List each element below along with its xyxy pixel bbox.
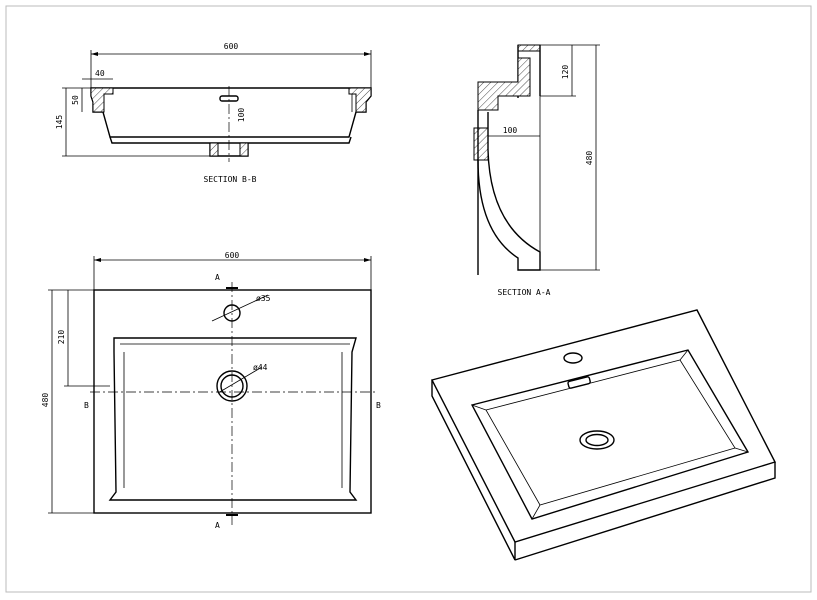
plan-tap-offset-dim: 210 [57, 330, 66, 345]
plan-drain-hole-dim: ø44 [253, 363, 268, 372]
bb-overflow-dim: 100 [237, 108, 246, 123]
plan-width-dim: 600 [225, 251, 240, 260]
marker-a-top: A [215, 273, 220, 282]
section-aa-view: 480 120 100 SECTION A-A [473, 44, 600, 297]
marker-a-bottom: A [215, 521, 220, 530]
aa-top-height-dim: 120 [561, 65, 570, 80]
section-bb-label: SECTION B-B [204, 175, 257, 184]
aa-length-dim: 480 [585, 151, 594, 166]
page-border [5, 5, 812, 593]
section-bb-view: 600 40 50 145 100 SECTION B-B [55, 42, 372, 184]
plan-view: 600 480 210 ø35 ø44 A A B B [41, 251, 381, 530]
plan-length-dim: 480 [41, 393, 50, 408]
marker-b-left: B [84, 401, 89, 410]
section-aa-label: SECTION A-A [498, 288, 551, 297]
bb-total-depth-dim: 145 [55, 115, 64, 130]
plan-tap-hole-dim: ø35 [256, 294, 271, 303]
bb-rim-depth-dim: 50 [71, 95, 80, 105]
bb-rim-width-dim: 40 [95, 69, 105, 78]
bb-width-dim: 600 [224, 42, 239, 51]
marker-b-right: B [376, 401, 381, 410]
aa-overflow-dim: 100 [503, 126, 518, 135]
isometric-view [430, 309, 777, 561]
